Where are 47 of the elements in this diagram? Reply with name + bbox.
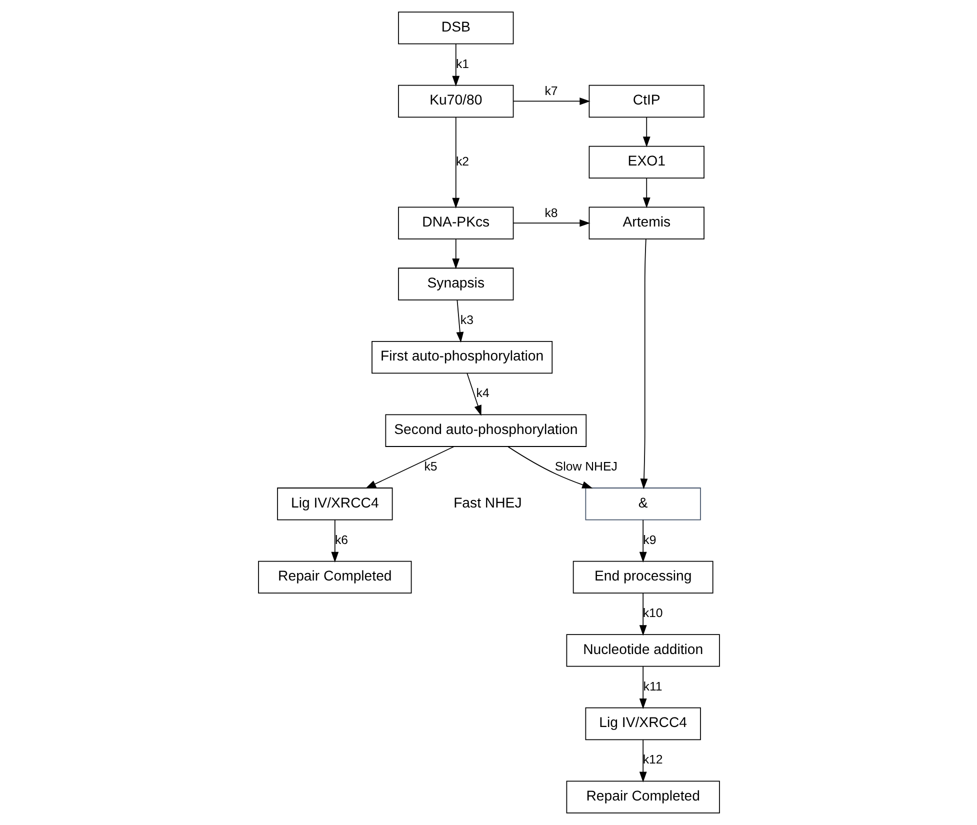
arrow <box>452 44 460 87</box>
arrow <box>642 178 650 208</box>
node-box: Repair Completed <box>566 780 720 814</box>
arrow <box>466 372 481 416</box>
arrow <box>512 219 590 227</box>
node-box: Repair Completed <box>258 560 412 594</box>
arrow <box>452 238 460 270</box>
edge-label: k3 <box>460 312 473 327</box>
edge-label: k7 <box>544 84 558 98</box>
arrow <box>506 446 592 488</box>
edge-label: k8 <box>544 206 558 220</box>
edge-label: k10 <box>642 606 662 620</box>
label: Fast NHEJ <box>453 494 522 510</box>
edge-label: k4 <box>476 386 489 400</box>
node-box: & <box>584 488 700 520</box>
arrow <box>452 116 460 208</box>
node-box: DSB <box>398 12 514 44</box>
arrow <box>364 446 454 489</box>
node-box: Nucleotide addition <box>566 634 720 667</box>
arrow <box>456 300 464 343</box>
node-box: Ku70/80 <box>398 84 514 118</box>
arrow <box>638 666 646 710</box>
edge-label: k5 <box>424 460 437 474</box>
node-box: Lig IV/XRCC4 <box>276 488 392 520</box>
node-box: EXO1 <box>588 146 704 178</box>
edge-label: k2 <box>455 154 469 168</box>
edge-label: Slow NHEJ <box>554 460 617 474</box>
node-box: CtIP <box>588 84 704 118</box>
node-box: DNA-PKcs <box>398 206 514 240</box>
arrow <box>638 592 646 636</box>
arrow <box>638 520 646 562</box>
arrow <box>638 739 646 782</box>
arrow <box>642 116 650 148</box>
node-box: Synapsis <box>398 268 514 300</box>
edge-label: k11 <box>642 679 662 694</box>
edge-label: k6 <box>334 532 348 547</box>
arrow <box>330 520 338 562</box>
node-box: First auto-phosphorylation <box>371 340 552 374</box>
node-box: Lig IV/XRCC4 <box>584 707 700 740</box>
node-box: End processing <box>572 560 713 594</box>
edge-label: k1 <box>455 56 469 71</box>
arrow <box>512 98 590 105</box>
arrow <box>640 238 648 490</box>
node-box: Second auto-phosphorylation <box>384 414 586 447</box>
edge-label: k12 <box>642 752 662 767</box>
edge-label: k9 <box>642 532 656 547</box>
node-box: Artemis <box>588 206 704 240</box>
